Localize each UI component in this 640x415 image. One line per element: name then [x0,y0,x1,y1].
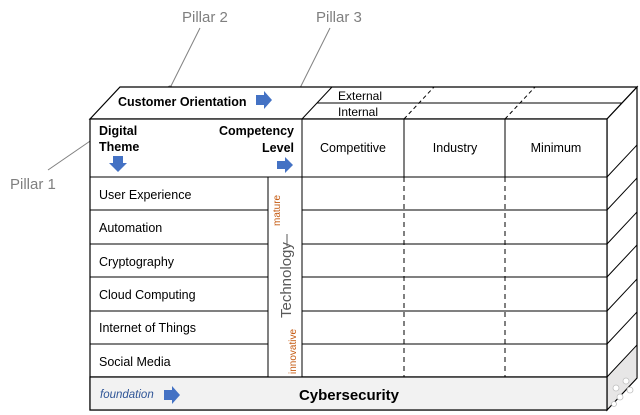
competency-level-label-1: Competency [219,124,294,138]
side-line-3 [606,211,638,245]
digital-theme-label-2: Theme [99,140,139,154]
theme-automation: Automation [99,221,162,235]
side-foundation-dots [611,377,634,407]
top-face-dash-1 [403,86,435,120]
side-line-5 [606,278,638,312]
external-label: External [338,89,382,103]
side-line-1 [606,144,638,178]
pillar-1-leader [47,136,97,171]
technology-label: Technology [278,242,295,318]
theme-internet-of-things: Internet of Things [99,321,196,335]
theme-user-experience: User Experience [99,188,191,202]
pillar-3-label: Pillar 3 [316,9,362,26]
competency-level-arrow-icon [277,157,293,173]
customer-orientation-arrow-icon [256,91,272,109]
side-line-4 [606,244,638,278]
side-line-2 [606,177,638,211]
internal-label: Internal [338,105,378,119]
competency-level-label-2: Level [262,141,294,155]
theme-social-media: Social Media [99,355,171,369]
cube-front-face [89,118,608,411]
column-header-competitive: Competitive [320,141,386,155]
foundation-arrow-icon [164,386,180,404]
theme-cryptography: Cryptography [99,255,175,269]
theme-cloud-computing: Cloud Computing [99,288,196,302]
customer-orientation-label: Customer Orientation [118,95,247,109]
column-header-industry: Industry [433,141,478,155]
pillar-2-label: Pillar 2 [182,9,228,26]
pillar-1-label: Pillar 1 [10,176,56,193]
top-face-dash-2 [504,86,536,120]
pillar-2-leader [169,27,201,89]
foundation-label: foundation [100,389,154,401]
column-header-minimum: Minimum [531,141,582,155]
foundation-title: Cybersecurity [299,387,400,404]
technology-mature-label: mature [272,194,283,226]
side-line-6 [606,311,638,345]
digital-theme-label-1: Digital [99,124,137,138]
technology-innovative-label: innovative [288,329,299,374]
technology-bar [267,176,303,378]
digital-theme-arrow-icon [109,156,127,172]
